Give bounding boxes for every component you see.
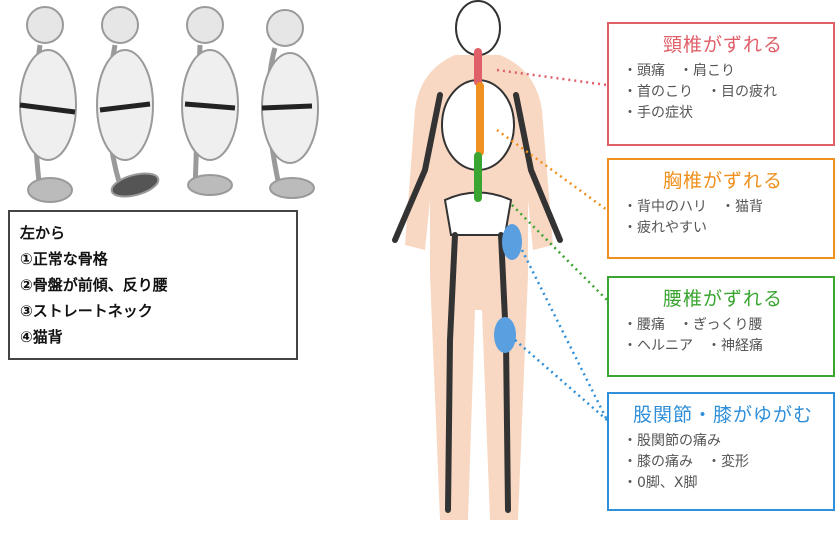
box-title: 頸椎がずれる xyxy=(662,34,783,56)
spine xyxy=(474,48,484,202)
skull xyxy=(455,0,501,56)
box-title: 胸椎がずれる xyxy=(662,170,783,192)
box-title: 腰椎がずれる xyxy=(662,288,783,310)
limbs xyxy=(392,92,563,513)
side-skeletons xyxy=(19,6,319,203)
caption-line: ②骨盤が前傾、反り腰 xyxy=(20,276,168,294)
symptom-line: ・0脚、X脚 xyxy=(623,475,698,491)
side-skeleton-anterior-tilt xyxy=(96,6,160,198)
hip-knee-box: 股関節・膝がゆがむ ・股関節の痛み ・膝の痛み ・変形 ・0脚、X脚 xyxy=(607,392,835,511)
cervical-box: 頸椎がずれる ・頭痛 ・肩こり ・首のこり ・目の疲れ ・手の症状 xyxy=(607,22,835,146)
thoracic-box: 胸椎がずれる ・背中のハリ ・猫背 ・疲れやすい xyxy=(607,158,835,259)
symptom-line: ・疲れやすい xyxy=(623,220,707,236)
symptom-line: ・手の症状 xyxy=(623,105,693,121)
symptom-line: ・首のこり ・目の疲れ xyxy=(623,84,777,100)
side-skeleton-straight-neck xyxy=(181,6,239,196)
caption-line: 左から xyxy=(20,224,66,242)
box-title: 股関節・膝がゆがむ xyxy=(632,404,813,426)
caption-line: ③ストレートネック xyxy=(20,302,153,320)
symptom-line: ・背中のハリ ・猫背 xyxy=(623,199,763,215)
symptom-line: ・股関節の痛み xyxy=(623,433,721,449)
front-skeleton xyxy=(392,0,563,520)
symptom-line: ・膝の痛み ・変形 xyxy=(623,454,749,470)
body-silhouette xyxy=(405,55,553,520)
symptom-line: ・ヘルニア ・神経痛 xyxy=(623,338,763,354)
leader-lines xyxy=(496,68,609,421)
symptom-line: ・腰痛 ・ぎっくり腰 xyxy=(623,317,763,333)
symptom-line: ・頭痛 ・肩こり xyxy=(623,63,735,79)
lumbar-box: 腰椎がずれる ・腰痛 ・ぎっくり腰 ・ヘルニア ・神経痛 xyxy=(607,276,835,377)
caption-line: ①正常な骨格 xyxy=(20,250,108,268)
knee-highlight xyxy=(494,317,516,353)
caption-box: 左から ①正常な骨格 ②骨盤が前傾、反り腰 ③ストレートネック ④猫背 xyxy=(8,210,298,360)
hip-joint-highlight xyxy=(502,224,522,260)
side-skeleton-normal xyxy=(19,6,77,203)
caption-line: ④猫背 xyxy=(20,328,63,346)
pelvis xyxy=(443,191,513,236)
